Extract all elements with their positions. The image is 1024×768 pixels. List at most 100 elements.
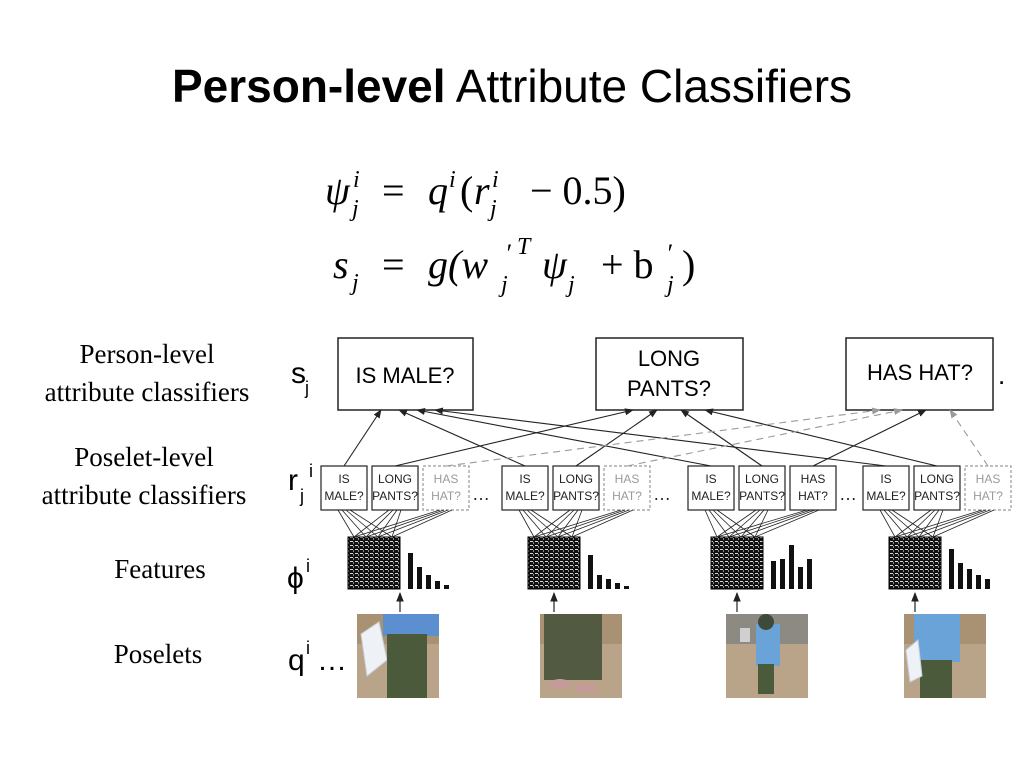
fan-line-2-3-0 [716,509,756,538]
photo-0-pants [387,634,427,698]
feature-block-0 [347,536,401,590]
fan-line-0-3-0 [349,509,393,538]
poselet-box-0-1-line1: LONG [378,472,412,486]
histogram-bar-1-4 [624,586,629,589]
poselet-box-3-2 [964,465,1012,511]
photo-2-jacket [756,624,780,666]
poselet-box-0-2-line1: HAS [434,472,459,486]
fan-line-1-3-0 [530,509,573,538]
symbols: s j r j i ϕ i q i … [287,357,347,677]
histogram-bar-1-3 [615,583,620,589]
fan-line-2-3-2 [754,509,820,538]
fan-line-2-1-1 [728,509,761,538]
row-label-poselet-1: Poselet-level [74,442,213,472]
histogram-bar-2-1 [780,559,785,589]
edge-1-2 [626,408,903,467]
symbol-s-sub: j [304,378,309,398]
fan-line-2-2-2 [740,509,816,538]
poselet-photo-1 [540,614,622,698]
fan-line-3-3-0 [891,509,934,538]
classifier-edges [343,407,989,467]
poselet-box-3-1-line1: LONG [920,472,954,486]
fan-line-2-0-0 [704,509,718,538]
poselet-box-1-1 [552,465,600,511]
photo-3-pants [920,660,952,698]
histogram-bar-1-1 [597,575,602,589]
fan-line-3-2-1 [918,509,940,538]
eq2-plus-b: + b [601,242,654,287]
poselet-box-0-1-line2: PANTS? [372,489,418,503]
photo-2-pants [758,664,774,694]
row-label-person-1: Person-level [80,339,215,369]
histogram-bar-1-0 [588,555,593,589]
edge-0-2 [445,407,881,467]
histogram-bar-0-2 [426,575,431,589]
photo-0-jacket [383,614,439,636]
photo-2-hat [758,614,774,630]
eq2-g: g(w [428,242,488,287]
fan-line-3-2-2 [918,509,991,538]
person-box-has-hat [845,337,994,411]
fan-line-2-2-1 [740,509,765,538]
fan-line-3-0-2 [894,509,983,538]
histogram-bar-3-0 [949,549,954,589]
fan-line-1-2-2 [557,509,630,538]
edge-2-0 [416,408,712,467]
fan-line-3-1-0 [883,509,908,538]
poselet-level-classifiers: ISMALE?LONGPANTS?HASHAT?…ISMALE?LONGPANT… [320,465,1012,511]
person-box-is-male-label: IS MALE? [355,363,454,388]
symbol-r-sup: i [309,461,313,481]
person-box-long-pants [595,337,744,411]
eq1-lhs-sub: j [349,196,359,222]
fan-line-3-0-0 [879,509,896,538]
poselet-box-2-2-line2: HAT? [798,489,828,503]
symbol-q: q [288,644,305,677]
fan-line-3-1-1 [906,509,936,538]
fan-line-0-2-0 [345,509,379,538]
person-box-long-pants-label-1: LONG [638,346,700,371]
row-label-person-2: attribute classifiers [45,377,250,407]
eq2-close: ) [682,242,695,287]
symbol-r-sub: j [299,486,304,506]
eq2-b-prime: ′ [666,239,672,268]
photo-1-pants [544,614,602,680]
histogram-bar-0-4 [444,585,449,589]
poselet-box-3-2-line1: HAS [976,472,1001,486]
poselet-box-3-0-line1: IS [880,472,891,486]
symbol-q-dots: … [317,644,347,677]
poselet-box-1-2 [603,465,651,511]
histogram-bar-3-2 [967,569,972,589]
fan-line-0-2-1 [377,509,398,538]
eq2-equals: = [382,242,405,287]
fan-line-2-2-0 [712,509,742,538]
poselet-box-2-1 [738,465,786,511]
poselet-photo-2 [726,614,808,698]
slide-title: Person-level Attribute Classifiers [0,58,1024,114]
eq1-r-sup: i [492,167,499,193]
fan-line-2-3-1 [754,509,769,538]
histogram-bar-0-1 [417,567,422,589]
photo-1-shoe-right [576,683,596,693]
title-bold: Person-level [171,60,446,112]
edge-0-0 [343,409,382,467]
histogram-bar-0-0 [408,553,413,589]
fan-line-0-1-0 [341,509,367,538]
eq1-lhs-sup: i [353,167,360,193]
equation-2: s j = g(w ′ T j ψ j + b ′ j ) [333,234,695,298]
poselet-box-1-1-line1: LONG [559,472,593,486]
histogram-bar-2-2 [789,545,794,589]
edge-3-2 [949,409,989,467]
poselet-box-1-0 [501,465,549,511]
fan-line-1-1-1 [545,509,575,538]
symbol-phi-sup: i [306,556,310,576]
feature-row [337,509,995,590]
eq1-q: q [428,168,448,213]
edge-2-1 [680,409,763,467]
fan-line-1-0-0 [518,509,535,538]
eq1-q-sup: i [449,167,456,193]
symbol-s: s [291,357,306,390]
histogram-bar-3-3 [976,575,981,589]
poselet-box-2-2-line1: HAS [801,472,826,486]
eq2-w-prime: ′ [505,239,511,268]
